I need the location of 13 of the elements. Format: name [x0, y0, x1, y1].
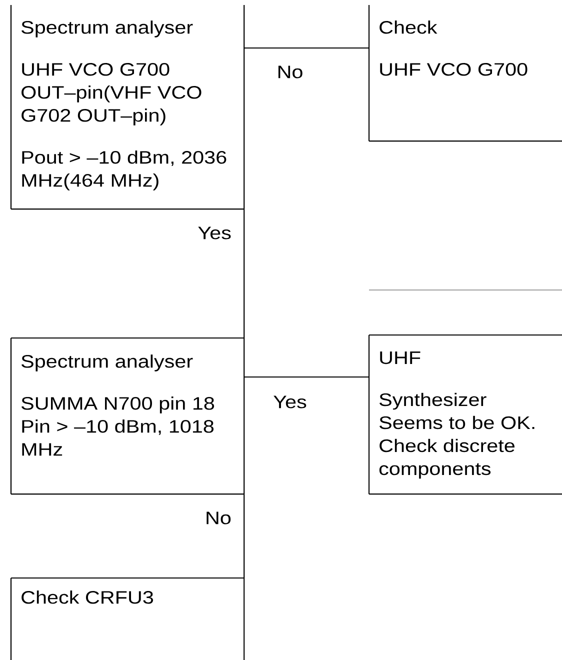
process-box: UHF Synthesizer Seems to be OK. Check discrete components	[368, 334, 562, 495]
connector-line	[244, 47, 369, 49]
connector-line	[244, 494, 245, 578]
process-box: Check UHF VCO G700	[368, 4, 562, 142]
edge-label: No	[276, 64, 304, 80]
connector-line	[244, 209, 245, 338]
connector-line	[244, 376, 369, 378]
edge-label: No	[204, 510, 232, 526]
process-box: Spectrum analyser SUMMA N700 pin 18 Pin > –10 dBm, 1018 MHz	[10, 337, 245, 495]
edge-label: Yes	[196, 226, 232, 240]
edge-label: Yes	[272, 394, 308, 410]
process-box: Spectrum analyser UHF VCO G700 OUT–pin(VHF VCO G702 OUT–pin) Pout > –10 dBm, 2036 MHz(464 MHz)	[10, 4, 245, 210]
process-box: Check CRFU3	[10, 577, 245, 660]
